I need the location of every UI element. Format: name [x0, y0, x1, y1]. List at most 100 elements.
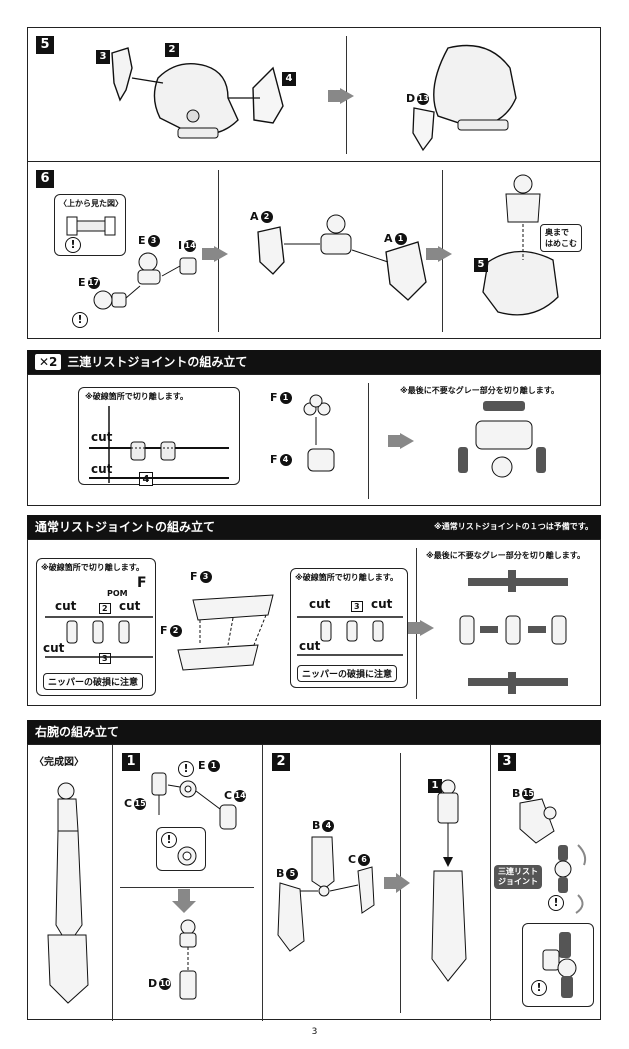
normal-f2-letter: F — [160, 624, 168, 637]
rightarm-step3-detail-box: ! — [522, 923, 594, 1007]
step6-topview-box: 〈上から見た図〉 ! — [54, 194, 126, 256]
rightarm-c6-letter: C — [348, 853, 357, 866]
rightarm-step1-detail-box: ! — [156, 827, 206, 871]
step6-warning-icon: ! — [72, 312, 88, 328]
rightarm-b5-letter: B — [276, 867, 285, 880]
step6-i14-num: 14 — [184, 240, 197, 252]
triple-part-drawing — [303, 394, 546, 478]
rightarm-b15-letter: B — [512, 787, 521, 800]
step6-i14-letter: I — [178, 239, 183, 252]
triple-f4-letter: F — [270, 453, 278, 466]
triple-f1-num: 1 — [279, 392, 292, 404]
rightarm-divider-2 — [262, 745, 263, 1021]
triple-f4-num: 4 — [279, 454, 292, 466]
normal-gray-drawing — [408, 570, 568, 694]
rightarm-c15-letter: C — [124, 797, 133, 810]
normal-warn-left: ニッパーの破損に注意 — [43, 673, 144, 690]
rightarm-complete-drawing — [47, 782, 89, 1004]
normal-gate-3: 3 — [99, 653, 111, 664]
rightarm-title: 右腕の組み立て — [35, 725, 120, 739]
rightarm-step3-number: 3 — [498, 753, 516, 771]
rightarm-b4-letter: B — [312, 819, 321, 832]
normal-cut-a: cut — [55, 599, 77, 613]
rightarm-b5-num: 5 — [286, 868, 299, 880]
triple-cut-note: ※破線箇所で切り離します。 — [85, 392, 188, 401]
normal-f2-num: 2 — [169, 625, 182, 637]
rightarm-step1-warning-icon: ! — [178, 761, 194, 777]
rightarm-c15-num: 15 — [134, 798, 147, 810]
step6-ref-5: 5 — [474, 258, 488, 272]
step6-joint-drawing — [93, 174, 559, 316]
rightarm-detail-drawing — [177, 846, 197, 866]
rightarm-divider-1 — [112, 745, 113, 1021]
normal-gray-note: ※最後に不要なグレー部分を切り離します。 — [426, 551, 585, 560]
step6-a1-letter: A — [384, 232, 393, 245]
rightarm-step3-detail-warning-icon: ! — [531, 980, 547, 996]
triple-cut-1: cut — [91, 430, 113, 444]
rightarm-triple-pill: 三連リスト ジョイント — [494, 865, 542, 889]
rightarm-step2-number: 2 — [272, 753, 290, 771]
triple-gray-note: ※最後に不要なグレー部分を切り離します。 — [400, 386, 559, 395]
step6-e3-num: 3 — [147, 235, 160, 247]
rightarm-b15-num: 15 — [522, 788, 535, 800]
step5-number: 5 — [36, 36, 54, 54]
step5-assembly-drawing — [111, 44, 517, 152]
rightarm-c14-letter: C — [224, 789, 233, 802]
triple-f1-letter: F — [270, 391, 278, 404]
rightarm-c14-num: 14 — [234, 790, 247, 802]
triple-title: 三連リストジョイントの組み立て — [67, 355, 248, 369]
normal-warn-right: ニッパーの破損に注意 — [297, 665, 398, 682]
normal-cut-b: cut — [119, 599, 141, 613]
normal-gate-3b: 3 — [351, 601, 363, 612]
normal-spare-note: ※通常リストジョイントの１つは予備です。 — [434, 522, 593, 531]
step6-e3-letter: E — [138, 234, 146, 247]
normal-frame-drawing — [177, 594, 274, 671]
page-number: 3 — [311, 1027, 318, 1037]
step6-number: 6 — [36, 170, 54, 188]
normal-gate-2: 2 — [99, 603, 111, 614]
rightarm-d10-letter: D — [148, 977, 158, 990]
normal-pom-label: POM — [107, 589, 128, 598]
rightarm-step3-detail-drawing — [542, 932, 577, 998]
step6-e17-letter: E — [78, 276, 86, 289]
step6-e17-num: 17 — [87, 277, 100, 289]
triple-runner-drawing — [89, 406, 229, 483]
rightarm-step1-number: 1 — [122, 753, 140, 771]
step6-topview-warning-icon: ! — [65, 237, 81, 253]
step5-part-2: 2 — [165, 43, 179, 57]
normal-cut-d: cut — [309, 597, 331, 611]
step6-balloon: 奥まで はめこむ — [540, 224, 582, 252]
rightarm-step2-drawing — [277, 779, 467, 982]
triple-x2-badge: ✕2 — [35, 354, 62, 370]
rightarm-step3-warning-icon: ! — [548, 895, 564, 911]
triple-cut-2: cut — [91, 462, 113, 476]
normal-runner-left-drawing — [45, 616, 153, 658]
step5-result-letter: D — [406, 92, 416, 105]
rightarm-step1-drawing — [151, 772, 237, 1000]
normal-cut-note-left: ※破線箇所で切り離します。 — [41, 563, 144, 572]
rightarm-b4-num: 4 — [322, 820, 335, 832]
normal-runner-right-box: ※破線箇所で切り離します。 cut cut cut 3 ニッパーの破損に注意 — [290, 568, 408, 688]
normal-cut-f: cut — [299, 639, 321, 653]
step6-a2-letter: A — [250, 210, 259, 223]
normal-runner-letter: F — [137, 575, 147, 591]
rightarm-divider-3 — [490, 745, 491, 1021]
normal-title: 通常リストジョイントの組み立て — [35, 520, 216, 534]
step6-topview-drawing — [66, 216, 116, 236]
rightarm-step3-drawing — [519, 798, 587, 914]
rightarm-c6-num: 6 — [358, 854, 371, 866]
triple-runner-box: ※破線箇所で切り離します。 cut cut 4 — [78, 387, 240, 486]
